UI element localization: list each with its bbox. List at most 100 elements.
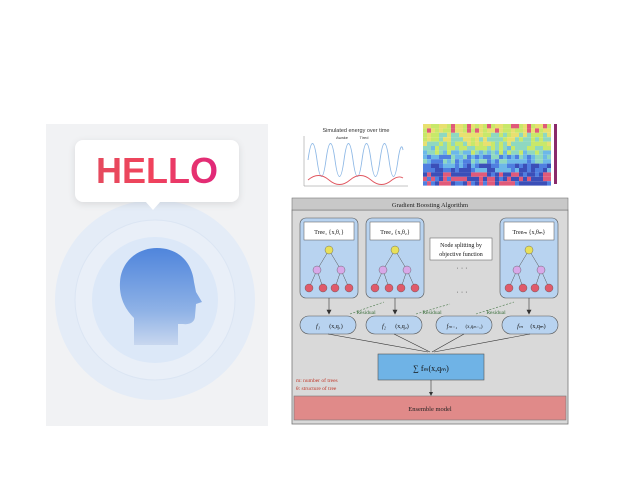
- tree-node: [336, 265, 346, 275]
- heatmap-cell: [535, 172, 539, 177]
- heatmap-cell: [511, 128, 515, 133]
- heatmap-cell: [443, 124, 447, 129]
- heatmap-cell: [543, 163, 547, 168]
- heatmap-cell: [443, 159, 447, 164]
- diagram-panel: Simulated energy over time Awake Tired G…: [290, 120, 570, 426]
- tree-node: [512, 265, 522, 275]
- heatmap-cell: [435, 124, 439, 129]
- heatmap-cell: [511, 132, 515, 138]
- heatmap-cell: [447, 150, 451, 155]
- heatmap-cell: [475, 168, 479, 173]
- heatmap-cell: [495, 176, 499, 182]
- heatmap-cell: [523, 146, 527, 151]
- heatmap-cell: [491, 172, 495, 177]
- heatmap-cell: [519, 176, 523, 182]
- heatmap-cell: [515, 137, 519, 142]
- heatmap-cell: [499, 128, 503, 133]
- heatmap-cell: [523, 137, 527, 142]
- heatmap-cell: [483, 150, 487, 155]
- heatmap-cell: [511, 137, 515, 142]
- heatmap-cell: [519, 141, 523, 146]
- heatmap-cell: [479, 181, 483, 186]
- heatmap-cell: [515, 124, 519, 129]
- heatmap-cell: [539, 172, 543, 177]
- tree-m: Treeₘ {x,θₘ}: [499, 217, 559, 299]
- heatmap-cell: [503, 128, 507, 133]
- heatmap-cell: [535, 168, 539, 173]
- heatmap-cell: [443, 176, 447, 182]
- heatmap-cell: [543, 150, 547, 155]
- heatmap-cell: [519, 128, 523, 133]
- heatmap-cell: [479, 154, 483, 160]
- heatmap-cell: [543, 172, 547, 177]
- heatmap-cell: [451, 172, 455, 177]
- heatmap-cell: [491, 181, 495, 186]
- heatmap-cell: [491, 132, 495, 138]
- heatmap-cell: [523, 141, 527, 146]
- heatmap-cell: [455, 137, 459, 142]
- heatmap-cell: [519, 124, 523, 129]
- heatmap-cell: [491, 141, 495, 146]
- heatmap-cell: [543, 154, 547, 160]
- heatmap-cell: [539, 181, 543, 186]
- heatmap-cell: [475, 150, 479, 155]
- heatmap-cell: [491, 168, 495, 173]
- heatmap-cell: [547, 137, 551, 142]
- heatmap-cell: [543, 128, 547, 133]
- heatmap-cell: [547, 150, 551, 155]
- heatmap-cell: [479, 168, 483, 173]
- tree-1: Tree₁ {x,θ₁}: [299, 217, 359, 299]
- tree-m-label: Treeₘ {x,θₘ}: [513, 230, 546, 236]
- heatmap-cell: [423, 168, 427, 173]
- heatmap-cell: [423, 176, 427, 182]
- heatmap-cell: [427, 168, 431, 173]
- heatmap-cell: [507, 172, 511, 177]
- heatmap-cell: [523, 124, 527, 129]
- heatmap-cell: [495, 150, 499, 155]
- heatmap-cell: [531, 146, 535, 151]
- heatmap-cell: [455, 146, 459, 151]
- heatmap-cell: [463, 181, 467, 186]
- heatmap-cell: [459, 124, 463, 129]
- heatmap-cell: [435, 150, 439, 155]
- heatmap-cell: [463, 146, 467, 151]
- tree-node: [396, 283, 406, 293]
- heatmap-cell: [479, 150, 483, 155]
- heatmap-cell: [519, 132, 523, 138]
- heatmap-colorbar: [554, 124, 557, 184]
- heatmap-cell: [427, 154, 431, 160]
- heatmap-cell: [511, 124, 515, 129]
- heatmap-cell: [435, 154, 439, 160]
- heatmap-cell: [459, 150, 463, 155]
- heatmap-cell: [455, 159, 459, 164]
- heatmap-cell: [427, 132, 431, 138]
- residual-label-2: Residual: [422, 310, 442, 316]
- tree-arrows: [326, 298, 532, 315]
- heatmap-cell: [503, 181, 507, 186]
- heatmap-cell: [459, 146, 463, 151]
- heatmap-cell: [471, 137, 475, 142]
- heatmap-cell: [535, 141, 539, 146]
- heatmap-cell: [503, 163, 507, 168]
- heatmap-cell: [519, 150, 523, 155]
- heatmap-cell: [499, 146, 503, 151]
- heatmap-cell: [531, 176, 535, 182]
- head-silhouette-icon: [119, 248, 202, 345]
- heatmap-cell: [543, 124, 547, 129]
- heatmap-cell: [435, 146, 439, 151]
- hello-text: HELLO: [96, 150, 218, 191]
- heatmap-cell: [547, 141, 551, 146]
- sum-box: [377, 353, 485, 381]
- heatmap-cell: [435, 132, 439, 138]
- heatmap-cell: [547, 146, 551, 151]
- heatmap-cell: [459, 163, 463, 168]
- heatmap-cell: [447, 181, 451, 186]
- heatmap-cell: [451, 146, 455, 151]
- heatmap-cell: [543, 146, 547, 151]
- heatmap-cell: [535, 124, 539, 129]
- heatmap-cell: [431, 146, 435, 151]
- heatmap-cell: [443, 172, 447, 177]
- heatmap-cell: [527, 176, 531, 182]
- heatmap-cell: [531, 159, 535, 164]
- heatmap-cell: [531, 132, 535, 138]
